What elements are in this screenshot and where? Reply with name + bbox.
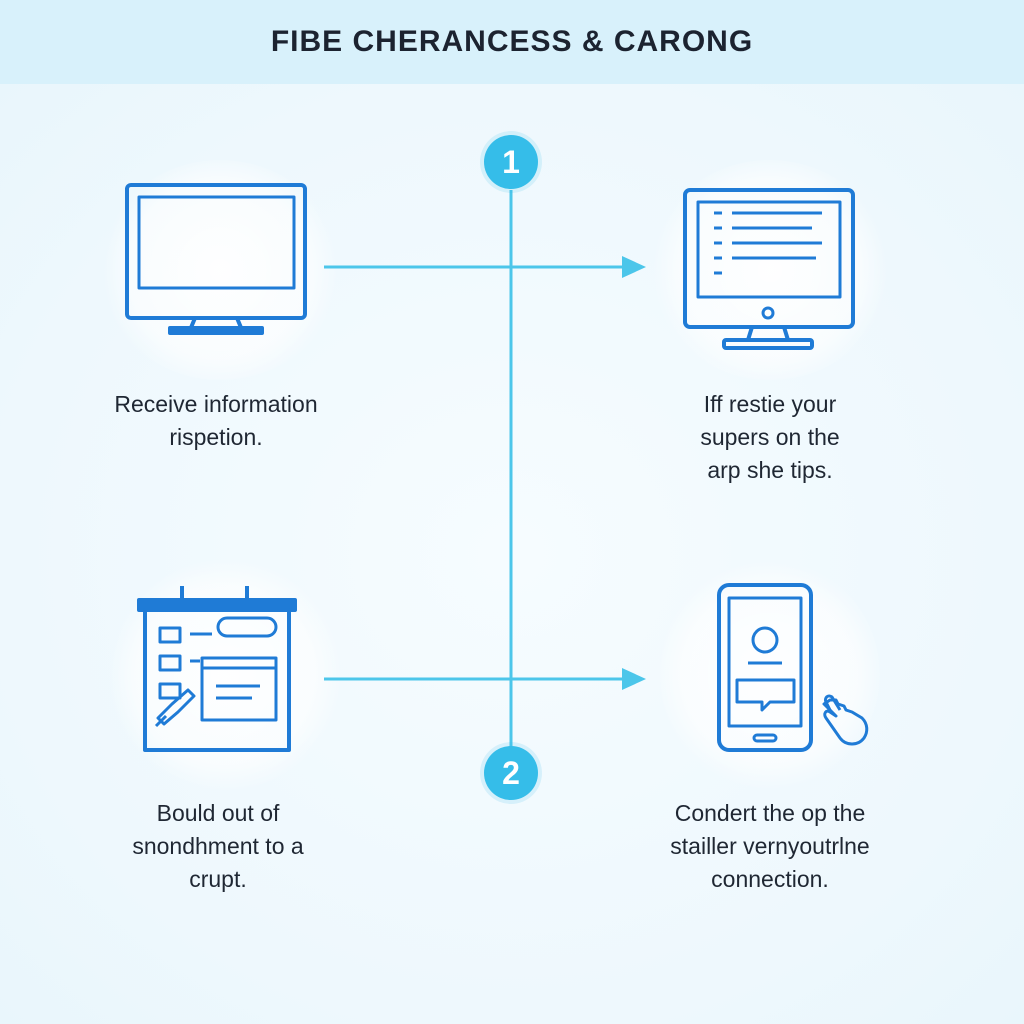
- desktop-monitor-icon: [125, 183, 307, 335]
- icon-glow: [650, 160, 890, 380]
- caption-line: crupt.: [189, 866, 247, 892]
- step-caption: Iff restie your supers on the arp she ti…: [620, 388, 920, 487]
- caption-line: snondhment to a: [132, 833, 304, 859]
- form-board-icon: [137, 586, 297, 752]
- page-title: FIBE CHERANCESS & CARONG: [270, 25, 754, 58]
- step-badge-1: 1: [484, 135, 538, 189]
- arrow-bottom: [324, 668, 646, 690]
- step-badge-2: 2: [484, 746, 538, 800]
- step-caption: Receive information rispetion.: [66, 388, 366, 454]
- header-bar: FIBE CHERANCESS & CARONG: [0, 0, 1024, 84]
- caption-line: supers on the: [700, 424, 840, 450]
- monitor-document-icon: [683, 188, 855, 350]
- caption-line: connection.: [711, 866, 829, 892]
- caption-line: Receive information: [114, 391, 318, 417]
- caption-line: Iff restie your: [703, 391, 837, 417]
- step-caption: Bould out of snondhment to a crupt.: [68, 797, 368, 896]
- caption-line: arp she tips.: [707, 457, 833, 483]
- caption-line: Bould out of: [156, 800, 280, 826]
- smartphone-tap-icon: [717, 583, 869, 752]
- caption-line: stailler vernyoutrlne: [670, 833, 870, 859]
- caption-line: Condert the op the: [674, 800, 866, 826]
- caption-line: rispetion.: [169, 424, 263, 450]
- arrow-top: [324, 256, 646, 278]
- step-caption: Condert the op the stailler vernyoutrlne…: [600, 797, 940, 896]
